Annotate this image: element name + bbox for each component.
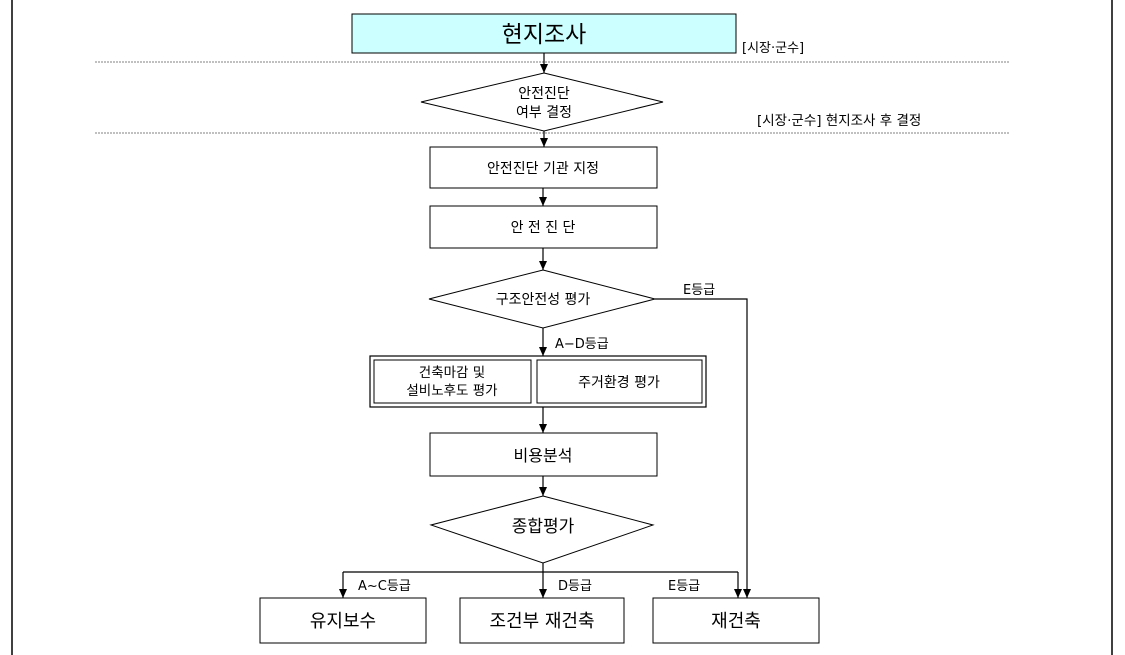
- finish-eval-box: [373, 359, 532, 404]
- finish-eval-line2: 설비노후도 평가: [406, 383, 497, 399]
- decision-line1: 안전진단: [518, 86, 570, 102]
- arrow-structural-rebuild: [655, 298, 751, 598]
- diagnosis-label: 안 전 진 단: [511, 220, 576, 236]
- site-survey-label: 현지조사: [502, 22, 587, 48]
- site-survey-box: [351, 13, 737, 54]
- maintenance-label: 유지보수: [310, 611, 376, 632]
- decision-diamond: [420, 72, 664, 132]
- overall-label: 종합평가: [512, 517, 575, 537]
- rebuild-label: 재건축: [711, 611, 761, 632]
- cost-box: [429, 432, 658, 477]
- edge-structural-ad: A−D등급: [555, 337, 609, 352]
- maintenance-box: [259, 597, 427, 644]
- conditional-label: 조건부 재건축: [489, 611, 594, 632]
- conditional-box: [459, 597, 625, 644]
- survey-actor-note: [시장·군수]: [742, 41, 804, 56]
- residential-eval-box: [536, 359, 703, 404]
- edge-overall-d: D등급: [558, 579, 592, 594]
- diagnosis-box: [429, 205, 658, 249]
- edge-overall-e: E등급: [668, 579, 700, 594]
- decision-actor-note: [시장·군수] 현지조사 후 결정: [757, 113, 921, 129]
- edge-overall-ac: A~C등급: [358, 579, 411, 594]
- residential-eval-label: 주거환경 평가: [578, 375, 660, 391]
- edge-structural-e: E등급: [683, 283, 715, 298]
- cost-label: 비용분석: [514, 446, 573, 465]
- structural-label: 구조안전성 평가: [496, 292, 591, 308]
- decision-line2: 여부 결정: [516, 105, 572, 121]
- rebuild-box: [652, 597, 820, 644]
- agency-label: 안전진단 기관 지정: [487, 161, 599, 177]
- finish-eval-line1: 건축마감 및: [419, 365, 485, 381]
